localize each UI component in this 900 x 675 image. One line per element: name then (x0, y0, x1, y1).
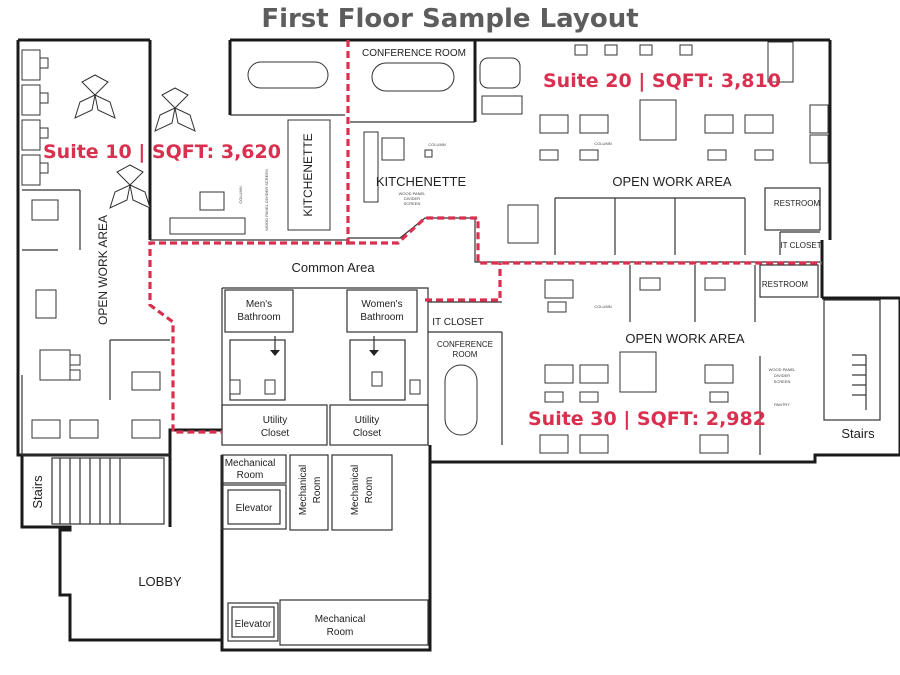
room-label-mechanical-room-1-l2: Room (237, 470, 264, 481)
pod-desk-1 (74, 74, 116, 119)
note-column-3: COLUMN (594, 141, 611, 146)
room-label-womens-bathroom-l2: Bathroom (360, 312, 403, 323)
note-column-1: COLUMN (238, 186, 243, 203)
room-label-utility-closet-2-l2: Closet (353, 428, 382, 439)
suite-20-label: Suite 20 | SQFT: 3,810 (543, 70, 781, 92)
room-label-mens-bathroom-l2: Bathroom (237, 312, 280, 323)
room-label-mechanical-room-3-l2: Room (364, 477, 375, 504)
room-label-kitchenette-vertical: KITCHENETTE (301, 133, 315, 216)
room-label-open-work-area-right: OPEN WORK AREA (625, 331, 745, 346)
room-label-utility-closet-1-l2: Closet (261, 428, 290, 439)
room-label-kitchenette: KITCHENETTE (376, 174, 467, 189)
suite-10-label: Suite 10 | SQFT: 3,620 (43, 141, 281, 163)
room-label-conference-room-mid-l1: CONFERENCE (437, 340, 493, 349)
boundary-suite-30 (425, 263, 502, 302)
room-label-mens-bathroom-l1: Men's (246, 299, 272, 310)
suite-10: OPEN WORK AREA (21, 40, 196, 455)
note-divider-1: WOOD PANEL DIVIDER SCREEN (264, 169, 269, 231)
note-divider-2-l1: WOOD PANEL (399, 191, 427, 196)
room-label-conference-room-mid-l2: ROOM (453, 350, 478, 359)
room-label-mechanical-room-1-l1: Mechanical (225, 458, 276, 469)
room-label-elevator-2: Elevator (235, 619, 272, 630)
room-label-utility-closet-2-l1: Utility (355, 415, 379, 426)
desk-cluster-left-wall (21, 49, 49, 186)
central-top-block: KITCHENETTE WOOD PANEL DIVIDER SCREEN CO… (169, 40, 345, 235)
boundary-suite-20 (348, 216, 822, 265)
room-label-restroom-mid: RESTROOM (762, 280, 809, 289)
room-label-it-closet-mid: IT CLOSET (432, 317, 484, 328)
pod-desk-3 (109, 164, 151, 209)
suite-20: OPEN WORK AREA COLUMN RESTROOM IT CLOSET (479, 41, 829, 255)
room-label-mechanical-room-2-l2: Room (312, 477, 323, 504)
room-label-stairs-left: Stairs (30, 475, 45, 509)
suite-boundaries (148, 40, 822, 434)
room-label-conference-room-top: CONFERENCE ROOM (362, 48, 466, 59)
room-label-mechanical-room-3-l1: Mechanical (350, 465, 361, 516)
page-title: First Floor Sample Layout (261, 4, 638, 34)
note-column-2: COLUMN (428, 142, 445, 147)
room-label-common-area: Common Area (291, 260, 375, 275)
note-divider-3-l1: WOOD PANEL (769, 367, 797, 372)
conference-room-top: CONFERENCE ROOM (350, 40, 477, 123)
note-divider-3-l2: DIVIDER (774, 373, 790, 378)
room-label-open-work-area-top: OPEN WORK AREA (612, 174, 732, 189)
room-label-mechanical-room-4-l2: Room (327, 627, 354, 638)
room-label-mechanical-room-2-l1: Mechanical (298, 465, 309, 516)
room-label-lobby: LOBBY (138, 574, 182, 589)
note-divider-2-l3: SCREEN (404, 201, 421, 206)
room-label-utility-closet-1-l1: Utility (263, 415, 287, 426)
note-divider-3-l3: SCREEN (774, 379, 791, 384)
room-label-it-closet-top: IT CLOSET (780, 241, 821, 250)
suite-30-label: Suite 30 | SQFT: 2,982 (528, 408, 766, 430)
note-column-4: COLUMN (594, 304, 611, 309)
suite-30: IT CLOSET CONFERENCE ROOM OPEN WORK AREA… (428, 264, 881, 455)
room-label-restroom-top: RESTROOM (774, 199, 821, 208)
room-label-stairs-right: Stairs (841, 426, 875, 441)
room-label-womens-bathroom-l1: Women's (361, 299, 402, 310)
note-pantry: PANTRY (774, 402, 790, 407)
service-core: Stairs Mechanical Room Elevator Mechanic… (22, 454, 429, 646)
room-label-elevator-1: Elevator (236, 503, 273, 514)
room-label-open-work-area-left: OPEN WORK AREA (96, 215, 110, 325)
note-divider-2-l2: DIVIDER (404, 196, 420, 201)
kitchenette-area: KITCHENETTE COLUMN WOOD PANEL DIVIDER SC… (363, 131, 467, 206)
room-label-mechanical-room-4-l1: Mechanical (315, 614, 366, 625)
pod-desk-2 (154, 87, 196, 132)
